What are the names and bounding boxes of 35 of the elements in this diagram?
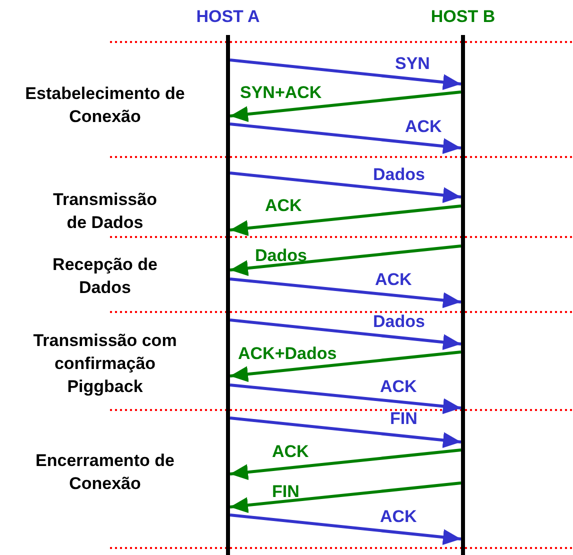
edge-label: Dados: [373, 166, 425, 184]
arrow: [230, 244, 462, 276]
edge-label: ACK+Dados: [238, 345, 337, 363]
phase-label: Encerramento de Conexão: [34, 450, 176, 495]
arrow: [230, 350, 462, 382]
arrow: [230, 514, 462, 546]
arrow: [230, 384, 462, 414]
edge-label: ACK: [375, 271, 412, 289]
arrow: [230, 204, 462, 236]
arrow: [230, 90, 462, 122]
host-label: HOST B: [430, 7, 496, 27]
arrow: [230, 58, 462, 90]
arrow: [230, 172, 462, 204]
edge-label: Dados: [255, 247, 307, 265]
arrow: [230, 122, 462, 154]
edge-label: ACK: [265, 197, 302, 215]
phase-label: Estabelecimento de Conexão: [24, 83, 186, 128]
arrow: [230, 448, 462, 480]
phase-label: Transmissão com confirmação Piggback: [32, 330, 178, 398]
arrow: [230, 318, 462, 350]
phase-label: Recepção de Dados: [52, 254, 158, 299]
arrow: [230, 278, 462, 308]
edge-label: Dados: [373, 313, 425, 331]
edge-label: ACK: [405, 118, 442, 136]
edge-label: SYN: [395, 55, 430, 73]
edge-label: SYN+ACK: [240, 84, 322, 102]
edge-label: FIN: [390, 410, 418, 428]
arrow: [230, 482, 462, 514]
host-label: HOST A: [196, 7, 260, 27]
edge-label: ACK: [380, 508, 417, 526]
edge-label: FIN: [272, 483, 300, 501]
edge-label: ACK: [272, 443, 309, 461]
phase-label: Transmissão de Dados: [52, 189, 158, 234]
arrow: [230, 416, 462, 448]
edge-label: ACK: [380, 378, 417, 396]
